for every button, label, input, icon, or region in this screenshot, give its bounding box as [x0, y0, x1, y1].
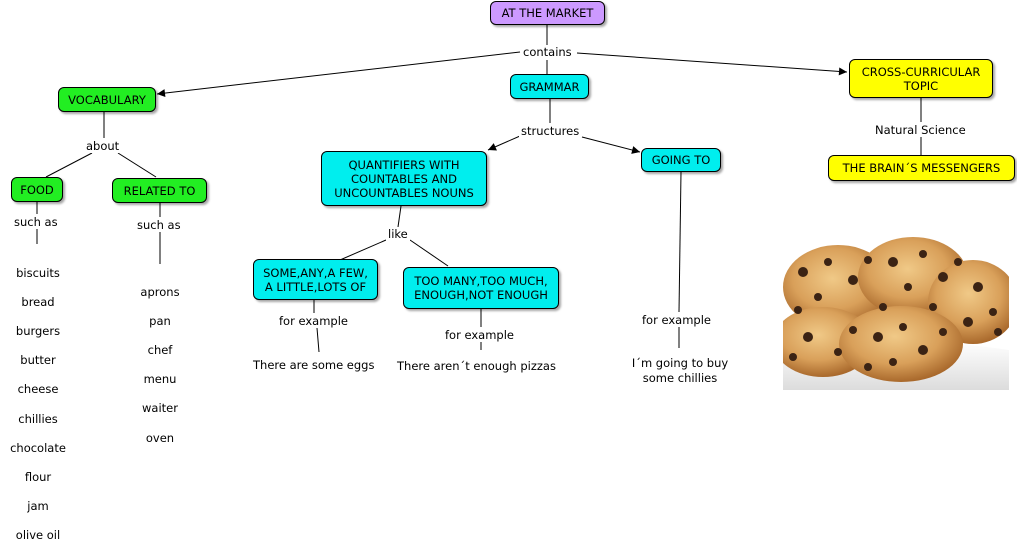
list-item: chef — [147, 342, 173, 357]
link-structures: structures — [519, 124, 582, 138]
link-about: about — [84, 139, 122, 153]
example-some-eggs: There are some eggs — [251, 358, 377, 372]
link-contains: contains — [521, 45, 574, 59]
list-item: flour — [24, 469, 52, 484]
list-item: aprons — [140, 284, 180, 299]
food-items-list: biscuits bread burgers butter cheese chi… — [0, 251, 76, 557]
list-item: menu — [143, 372, 177, 387]
list-item: biscuits — [16, 265, 60, 280]
list-item: jam — [27, 499, 49, 514]
node-brains-messengers[interactable]: THE BRAIN´S MESSENGERS — [828, 155, 1015, 181]
link-natural-science: Natural Science — [873, 123, 968, 137]
node-vocabulary[interactable]: VOCABULARY — [58, 87, 156, 112]
list-item: burgers — [15, 323, 61, 338]
related-items-list: aprons pan chef menu waiter oven — [125, 270, 195, 460]
link-for-example-too: for example — [443, 328, 516, 342]
link-like: like — [386, 227, 410, 241]
node-at-the-market[interactable]: AT THE MARKET — [490, 1, 605, 25]
link-such-as-related: such as — [135, 218, 183, 232]
example-going-to-buy: I´m going to buy some chillies — [631, 356, 729, 385]
connector-lines — [36, 25, 922, 353]
link-such-as-food: such as — [12, 215, 60, 229]
node-grammar[interactable]: GRAMMAR — [510, 74, 589, 99]
cookies-photo — [783, 232, 1009, 390]
list-item: olive oil — [15, 528, 61, 543]
node-too-many[interactable]: TOO MANY,TOO MUCH, ENOUGH,NOT ENOUGH — [403, 267, 559, 309]
link-for-example-going: for example — [640, 313, 713, 327]
list-item: oven — [145, 430, 175, 445]
list-item: pan — [149, 313, 171, 328]
node-some-any[interactable]: SOME,ANY,A FEW, A LITTLE,LOTS OF — [253, 259, 378, 300]
node-going-to[interactable]: GOING TO — [641, 148, 721, 172]
node-related-to[interactable]: RELATED TO — [112, 178, 207, 203]
link-for-example-some: for example — [277, 314, 350, 328]
example-not-enough-pizzas: There aren´t enough pizzas — [395, 359, 558, 373]
list-item: bread — [21, 294, 55, 309]
node-food[interactable]: FOOD — [11, 177, 63, 202]
node-quantifiers[interactable]: QUANTIFIERS WITH COUNTABLES AND UNCOUNTA… — [321, 151, 487, 206]
list-item: butter — [20, 353, 56, 368]
node-cross-curricular-topic[interactable]: CROSS-CURRICULAR TOPIC — [849, 59, 993, 98]
list-item: cheese — [17, 382, 59, 397]
list-item: chillies — [18, 411, 58, 426]
list-item: chocolate — [10, 440, 66, 455]
